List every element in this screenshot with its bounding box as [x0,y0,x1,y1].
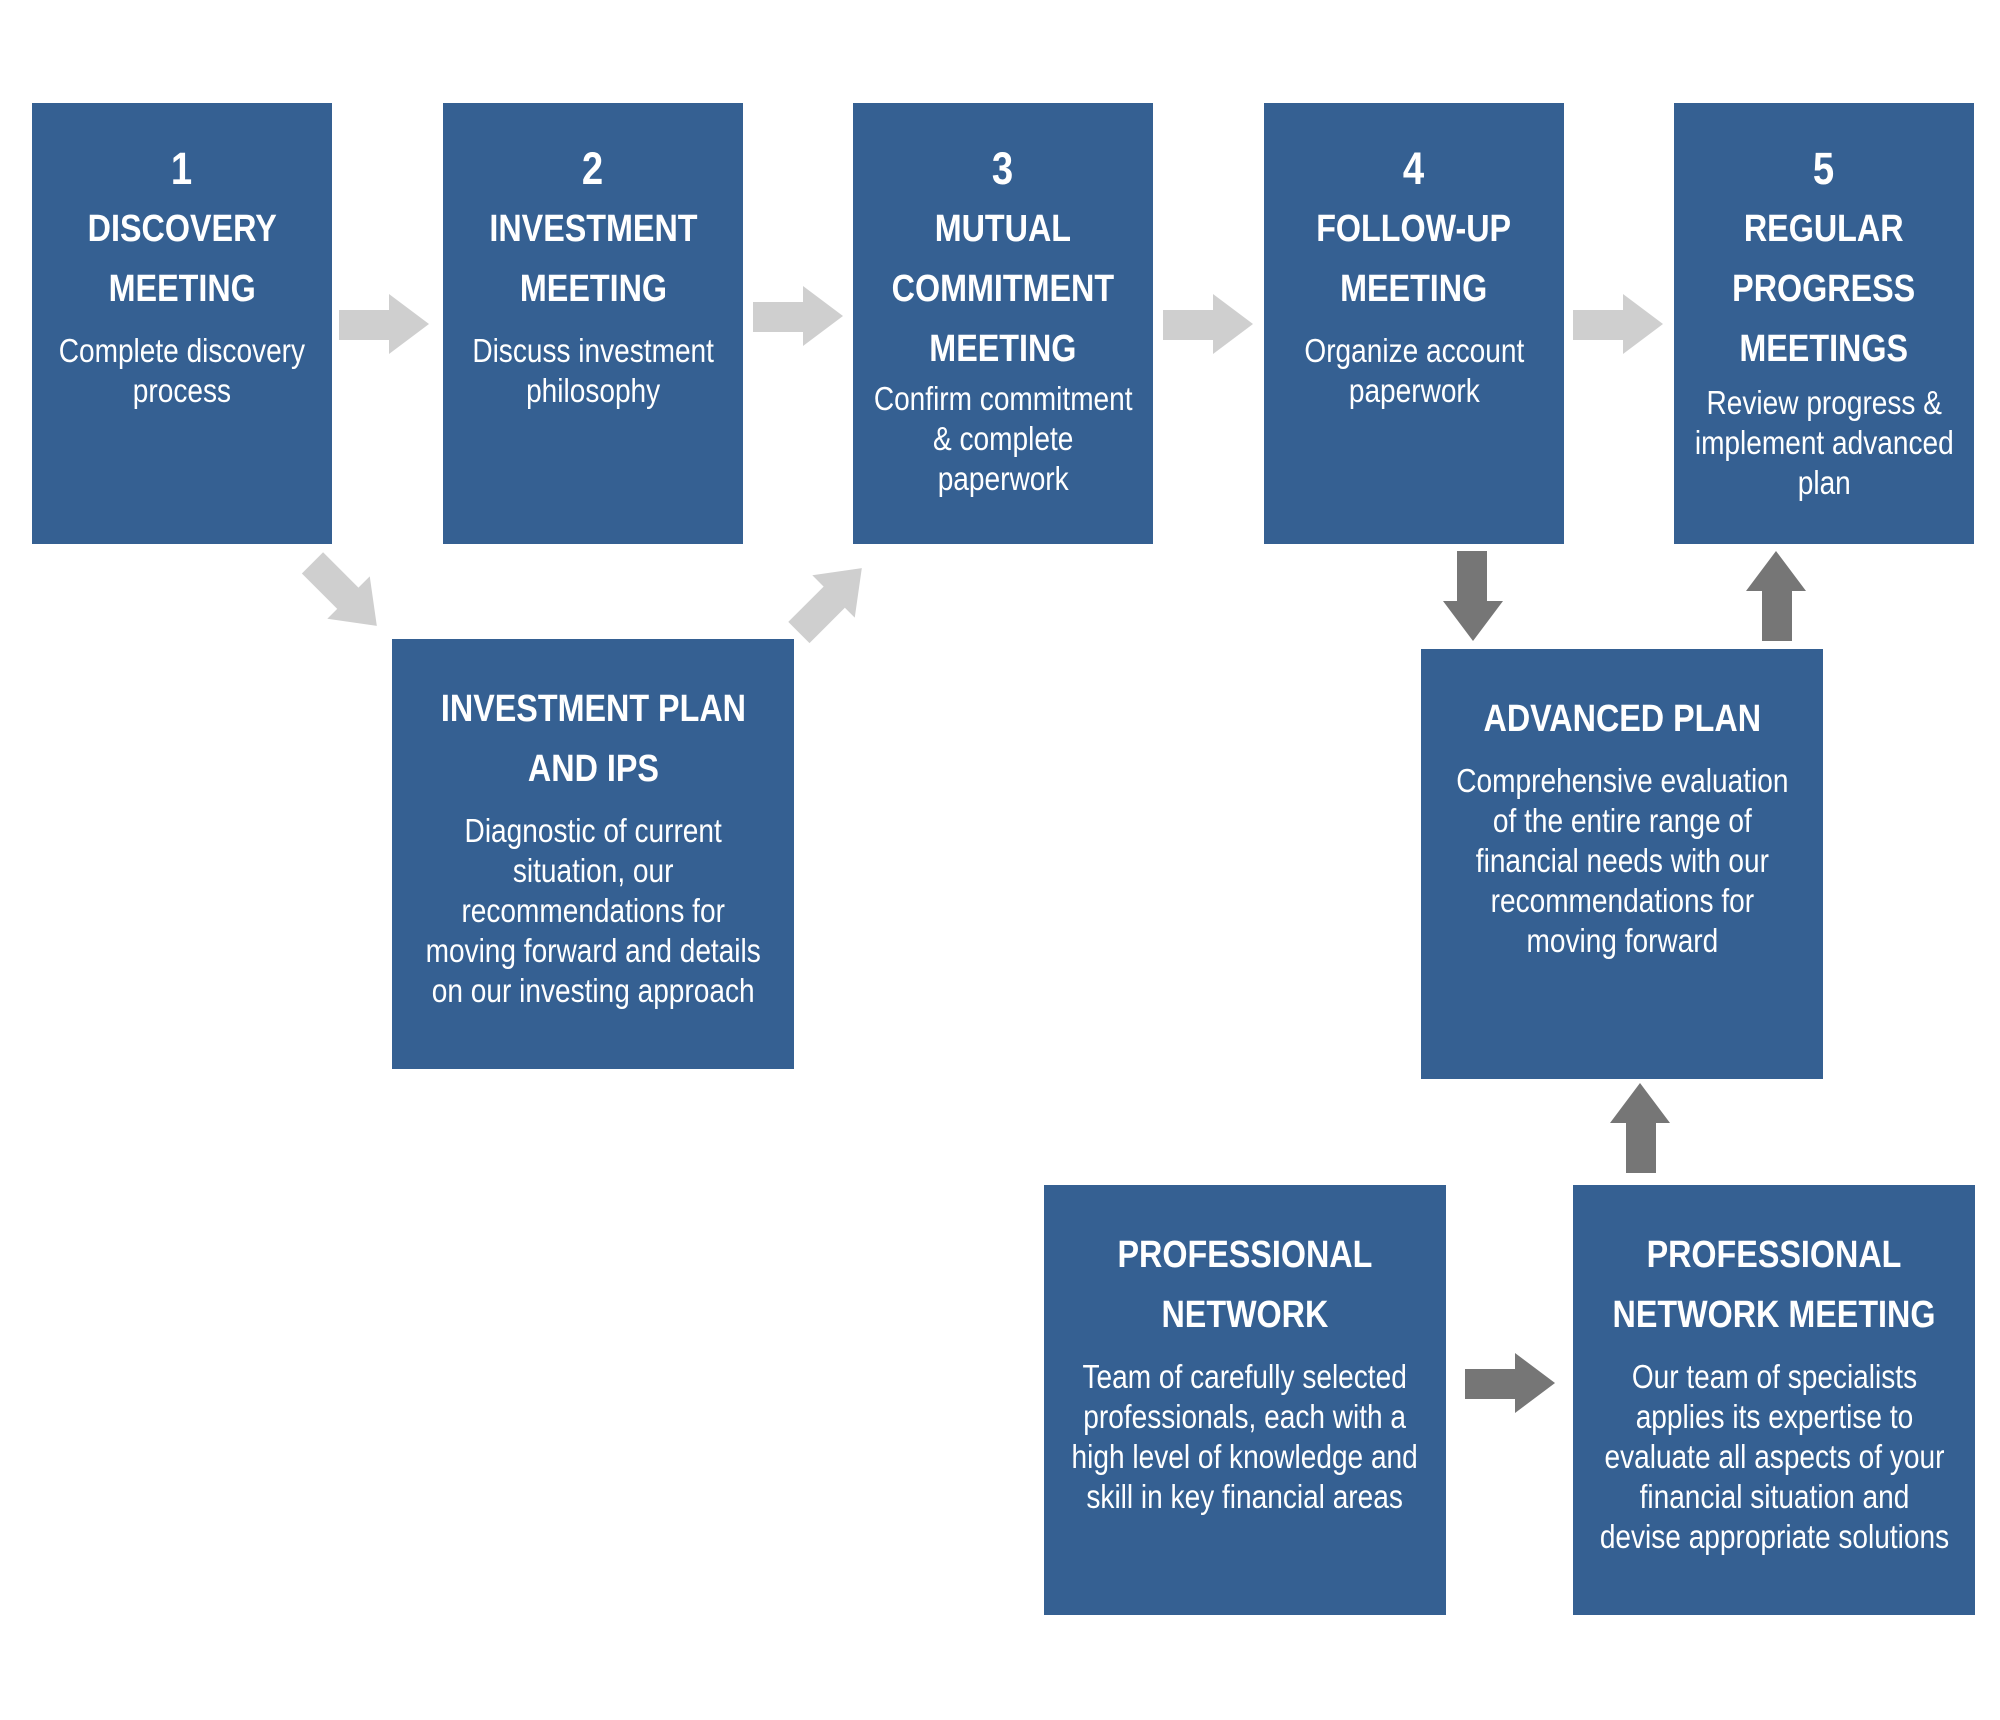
step-3-box: 3 MUTUAL COMMITMENT MEETING Confirm comm… [853,103,1153,544]
step-description: Review progress & implement advanced pla… [1695,383,1954,503]
investment-plan-box: INVESTMENT PLAN AND IPS Diagnostic of cu… [392,639,794,1069]
arrow-advanced-to-5-icon [1746,551,1806,641]
step-desc-line: & complete [932,420,1074,457]
step-desc-line: Confirm commitment [873,380,1133,417]
professional-network-description: Team of carefully selected professionals… [1072,1357,1418,1517]
step-5-box: 5 REGULAR PROGRESS MEETINGS Review progr… [1674,103,1974,544]
step-title-line: MEETING [1340,268,1488,310]
professional-network-box: PROFESSIONAL NETWORK Team of carefully s… [1044,1185,1446,1615]
advanced-plan-description: Comprehensive evaluation of the entire r… [1456,761,1788,961]
step-desc-line: implement advanced [1694,424,1954,461]
step-number: 4 [1403,143,1425,194]
advanced-plan-box: ADVANCED PLAN Comprehensive evaluation o… [1421,649,1823,1079]
title-line: NETWORK MEETING [1612,1294,1936,1336]
step-desc-line: plan [1797,464,1851,501]
desc-line: high level of knowledge and [1071,1438,1419,1475]
desc-line: Comprehensive evaluation [1455,762,1789,799]
desc-line: moving forward [1526,922,1718,959]
arrow-network-meeting-to-advanced-icon [1610,1083,1670,1173]
step-title: FOLLOW-UP MEETING [1317,199,1512,319]
desc-line: Our team of specialists [1631,1358,1917,1395]
professional-network-title: PROFESSIONAL NETWORK [1118,1225,1373,1345]
desc-line: financial needs with our [1475,842,1769,879]
step-4-box: 4 FOLLOW-UP MEETING Organize account pap… [1264,103,1564,544]
title-line: PROFESSIONAL [1646,1234,1902,1276]
step-title-line: MEETINGS [1739,328,1909,370]
desc-line: recommendations for [461,892,725,929]
step-description: Complete discovery process [59,331,305,411]
step-description: Discuss investment philosophy [472,331,714,411]
step-title-line: COMMITMENT [891,268,1115,310]
step-desc-line: process [132,372,232,409]
step-title-line: FOLLOW-UP [1316,208,1512,250]
arrow-1-to-2-icon [339,294,429,354]
title-line: PROFESSIONAL [1117,1234,1373,1276]
step-number: 5 [1813,143,1835,194]
step-number: 2 [582,143,604,194]
step-desc-line: Review progress & [1706,384,1942,421]
arrow-2-to-3-icon [753,286,843,346]
title-line: NETWORK [1161,1294,1329,1336]
investment-plan-description: Diagnostic of current situation, our rec… [425,811,760,1011]
arrow-3-to-4-icon [1163,294,1253,354]
step-title: INVESTMENT MEETING [489,199,697,319]
step-title-line: MEETING [929,328,1077,370]
step-title-line: DISCOVERY [87,208,277,250]
step-title-line: PROGRESS [1732,268,1916,310]
advanced-plan-title: ADVANCED PLAN [1483,689,1761,749]
arrow-1-to-plan-icon [291,540,399,648]
step-desc-line: philosophy [525,372,661,409]
desc-line: moving forward and details [425,932,761,969]
step-title-line: INVESTMENT [488,208,698,250]
title-line: INVESTMENT PLAN [440,688,746,730]
desc-line: of the entire range of [1492,802,1752,839]
desc-line: devise appropriate solutions [1599,1518,1949,1555]
step-title-line: MUTUAL [934,208,1072,250]
step-title-line: REGULAR [1744,208,1904,250]
step-desc-line: Discuss investment [472,332,714,369]
step-number: 3 [992,143,1014,194]
professional-network-meeting-description: Our team of specialists applies its expe… [1599,1357,1948,1557]
desc-line: recommendations for [1490,882,1754,919]
step-desc-line: Organize account [1304,332,1524,369]
step-title: REGULAR PROGRESS MEETINGS [1732,199,1915,379]
step-title: DISCOVERY MEETING [87,199,276,319]
step-desc-line: Complete discovery [58,332,306,369]
desc-line: Diagnostic of current [464,812,722,849]
step-title-line: MEETING [519,268,667,310]
arrow-4-to-5-icon [1573,294,1663,354]
arrow-plan-to-3-icon [776,546,884,654]
desc-line: skill in key financial areas [1086,1478,1404,1515]
arrow-network-to-meeting-icon [1465,1353,1555,1413]
desc-line: on our investing approach [431,972,755,1009]
step-2-box: 2 INVESTMENT MEETING Discuss investment … [443,103,743,544]
step-desc-line: paperwork [1348,372,1480,409]
step-description: Confirm commitment & complete paperwork [874,379,1133,499]
arrow-4-to-advanced-icon [1443,551,1503,641]
desc-line: situation, our [512,852,674,889]
desc-line: professionals, each with a [1083,1398,1407,1435]
desc-line: Team of carefully selected [1082,1358,1408,1395]
desc-line: evaluate all aspects of your [1604,1438,1944,1475]
title-line: ADVANCED PLAN [1483,698,1761,740]
desc-line: financial situation and [1639,1478,1909,1515]
step-1-box: 1 DISCOVERY MEETING Complete discovery p… [32,103,332,544]
step-title: MUTUAL COMMITMENT MEETING [892,199,1114,379]
professional-network-meeting-box: PROFESSIONAL NETWORK MEETING Our team of… [1573,1185,1975,1615]
step-title-line: MEETING [108,268,256,310]
step-desc-line: paperwork [937,460,1069,497]
step-number: 1 [171,143,193,194]
desc-line: applies its expertise to [1635,1398,1913,1435]
investment-plan-title: INVESTMENT PLAN AND IPS [440,679,745,799]
title-line: AND IPS [527,748,659,790]
professional-network-meeting-title: PROFESSIONAL NETWORK MEETING [1612,1225,1935,1345]
step-description: Organize account paperwork [1304,331,1524,411]
